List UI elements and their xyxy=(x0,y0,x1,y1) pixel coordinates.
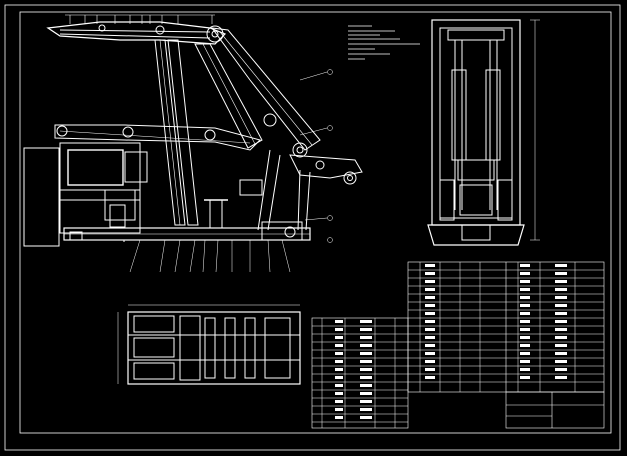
lift-cylinders xyxy=(154,39,263,226)
bom-cell-mark xyxy=(555,328,567,331)
bom-cell-mark xyxy=(335,336,343,339)
bom-cell-mark xyxy=(555,344,567,347)
bom-cell-mark xyxy=(360,416,372,419)
bom-cell-mark xyxy=(360,376,372,379)
bom-cell-mark xyxy=(335,400,343,403)
bom-cell-mark xyxy=(360,360,372,363)
bill-of-materials-table xyxy=(311,261,605,429)
bom-cell-mark xyxy=(555,280,567,283)
right-callouts xyxy=(299,69,333,243)
bom-cell-mark xyxy=(555,368,567,371)
technical-notes xyxy=(348,25,420,60)
bom-cell-mark xyxy=(335,392,343,395)
bom-cell-mark xyxy=(520,280,530,283)
bom-cell-mark xyxy=(520,312,530,315)
bom-cell-mark xyxy=(425,368,435,371)
bom-cell-mark xyxy=(360,368,372,371)
bom-cell-mark xyxy=(335,352,343,355)
bom-cell-mark xyxy=(520,304,530,307)
bom-cell-mark xyxy=(520,264,530,267)
bom-cell-mark xyxy=(425,312,435,315)
bom-cell-mark xyxy=(335,328,343,331)
bom-cell-mark xyxy=(425,280,435,283)
bom-cell-mark xyxy=(520,336,530,339)
bom-cell-mark xyxy=(555,336,567,339)
bom-cell-mark xyxy=(555,288,567,291)
middle-arm xyxy=(54,124,261,151)
bom-cell-mark xyxy=(520,376,530,379)
base-chassis xyxy=(63,221,311,242)
bom-cell-mark xyxy=(555,304,567,307)
bom-cell-mark xyxy=(425,304,435,307)
bom-cell-mark xyxy=(555,264,567,267)
bom-rows xyxy=(312,262,604,428)
bom-cell-mark xyxy=(555,272,567,275)
bom-cell-mark xyxy=(520,344,530,347)
bom-cell-mark xyxy=(360,320,372,323)
bom-cell-mark xyxy=(335,408,343,411)
bom-cell-mark xyxy=(520,272,530,275)
bom-cell-mark xyxy=(555,296,567,299)
bom-cell-mark xyxy=(425,360,435,363)
bom-cell-mark xyxy=(425,264,435,267)
side-elevation-view xyxy=(23,14,363,273)
bom-cell-mark xyxy=(520,360,530,363)
bom-cell-mark xyxy=(425,352,435,355)
bom-cell-mark xyxy=(520,320,530,323)
bom-cell-mark xyxy=(335,384,343,387)
bom-cell-mark xyxy=(425,320,435,323)
bom-cell-mark xyxy=(335,416,343,419)
bom-cell-mark xyxy=(425,336,435,339)
bom-cell-mark xyxy=(360,352,372,355)
bom-cell-mark xyxy=(360,344,372,347)
bom-cell-mark xyxy=(335,376,343,379)
bom-cell-mark xyxy=(360,392,372,395)
bom-cell-mark xyxy=(335,360,343,363)
bom-cell-mark xyxy=(360,384,372,387)
front-elevation-view xyxy=(427,19,540,246)
bom-cell-mark xyxy=(555,376,567,379)
bom-cell-mark xyxy=(555,352,567,355)
bom-cell-mark xyxy=(360,336,372,339)
top-callouts xyxy=(65,14,215,24)
bom-cell-mark xyxy=(425,288,435,291)
bom-cell-mark xyxy=(425,296,435,299)
bom-cell-mark xyxy=(360,400,372,403)
bom-cell-mark xyxy=(425,328,435,331)
upper-boom xyxy=(46,21,227,45)
bom-cell-mark xyxy=(360,328,372,331)
bom-cell-mark xyxy=(555,312,567,315)
bom-cell-mark xyxy=(520,328,530,331)
inner-border xyxy=(19,11,612,434)
bom-cell-mark xyxy=(555,320,567,323)
bom-cell-mark xyxy=(425,376,435,379)
operator-cab xyxy=(23,142,228,247)
bottom-callouts xyxy=(129,239,291,273)
bom-cell-mark xyxy=(335,344,343,347)
bom-cell-mark xyxy=(520,368,530,371)
bom-cell-mark xyxy=(425,272,435,275)
bom-cell-mark xyxy=(335,320,343,323)
main-arm xyxy=(210,27,321,158)
bom-cell-mark xyxy=(360,408,372,411)
bom-cell-mark xyxy=(425,344,435,347)
bom-cell-mark xyxy=(555,360,567,363)
bom-cell-mark xyxy=(520,296,530,299)
plan-view xyxy=(117,304,301,385)
bom-cell-mark xyxy=(520,288,530,291)
bom-cell-mark xyxy=(520,352,530,355)
outer-border xyxy=(4,4,621,451)
right-linkage xyxy=(239,149,363,231)
bom-cell-mark xyxy=(335,368,343,371)
